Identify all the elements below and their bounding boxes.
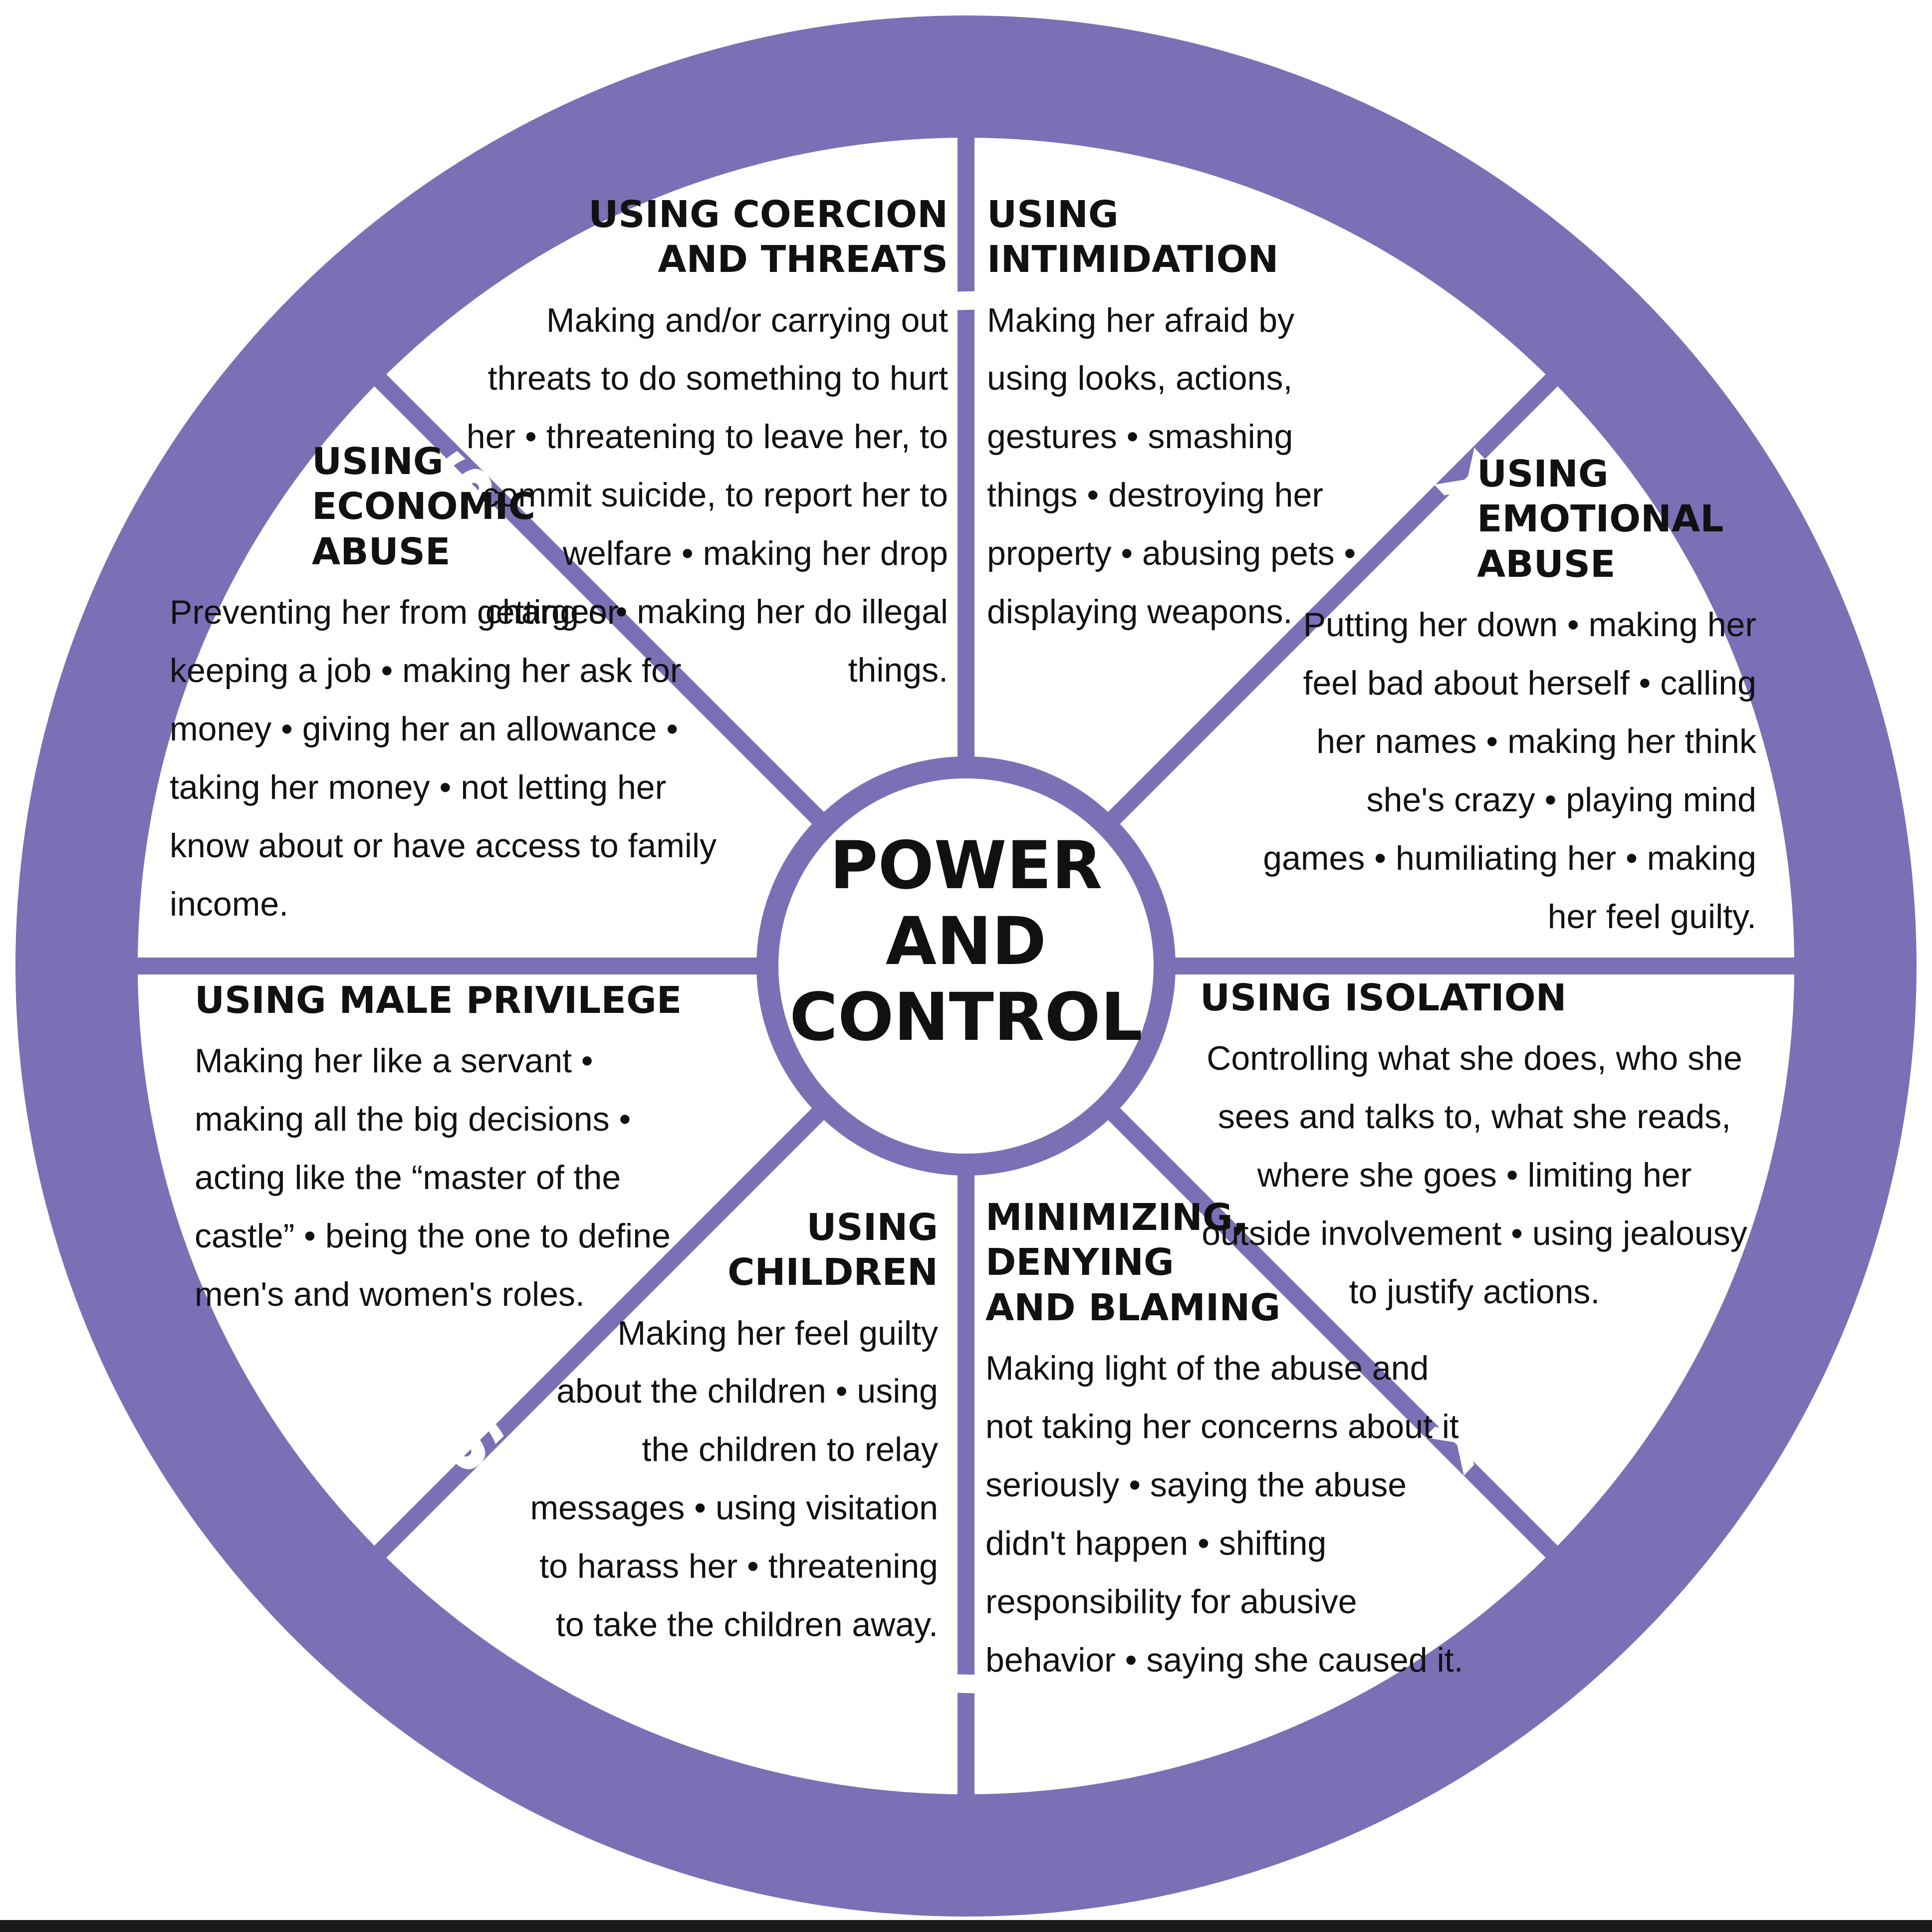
- center-power: POWER: [830, 827, 1102, 904]
- segment-children-title: USING CHILDREN: [524, 1205, 938, 1295]
- segment-minimizing-title: MINIMIZING, DENYING AND BLAMING: [985, 1195, 1484, 1330]
- segment-intimidation-text: Making her afraid by using looks, action…: [987, 301, 1356, 631]
- segment-isolation-title: USING ISOLATION: [1200, 976, 1567, 1019]
- segment-emotional-title-line-2: EMOTIONAL: [1477, 497, 1724, 541]
- segment-economic-title: USING ECONOMIC ABUSE: [170, 439, 728, 574]
- segment-coercion-title-line-2: AND THREATS: [658, 238, 948, 281]
- segment-economic-title-line-3: ABUSE: [312, 530, 451, 573]
- segment-emotional-title-line-1: USING: [1477, 453, 1609, 495]
- segment-economic-title-line-1: USING: [312, 440, 444, 483]
- segment-isolation-text: Controlling what she does, who she sees …: [1202, 1039, 1747, 1311]
- segment-economic-text: Preventing her from getting or keeping a…: [170, 593, 717, 923]
- segment-minimizing-denying-blaming: MINIMIZING, DENYING AND BLAMING Making l…: [985, 1195, 1484, 1690]
- segment-coercion-threats: USING COERCION AND THREATS Making and/or…: [429, 192, 948, 700]
- segment-male-privilege: USING MALE PRIVILEGE Making her like a s…: [195, 978, 768, 1324]
- center-and: AND: [886, 903, 1046, 980]
- segment-intimidation-title-line-2: INTIMIDATION: [987, 238, 1279, 281]
- segment-male-privilege-text: Making her like a servant • making all t…: [195, 1042, 671, 1314]
- segment-minimizing-title-line-3: AND BLAMING: [985, 1286, 1281, 1329]
- segment-children: USING CHILDREN Making her feel guilty ab…: [524, 1205, 938, 1654]
- segment-intimidation-title: USING INTIMIDATION: [987, 192, 1366, 282]
- segment-children-text: Making her feel guilty about the childre…: [530, 1314, 938, 1644]
- segment-economic-abuse: USING ECONOMIC ABUSE Preventing her from…: [170, 439, 728, 934]
- segment-isolation: USING ISOLATION Controlling what she doe…: [1200, 975, 1749, 1321]
- segment-emotional-title-line-3: ABUSE: [1477, 542, 1616, 586]
- segment-male-privilege-title: USING MALE PRIVILEGE: [195, 979, 682, 1022]
- segment-emotional-title: USING EMOTIONAL ABUSE: [1262, 452, 1756, 587]
- segment-minimizing-text: Making light of the abuse and not taking…: [985, 1349, 1463, 1679]
- center-control: CONTROL: [789, 979, 1143, 1056]
- bottom-border: [0, 1920, 1932, 1932]
- segment-intimidation-title-line-1: USING: [987, 193, 1119, 236]
- segment-emotional-abuse: USING EMOTIONAL ABUSE Putting her down •…: [1262, 452, 1756, 946]
- segment-children-title-line-1: USING: [806, 1206, 938, 1249]
- segment-children-title-line-2: CHILDREN: [727, 1251, 938, 1294]
- segment-coercion-text: Making and/or carrying out threats to do…: [466, 301, 948, 690]
- hub-center: [778, 778, 1154, 1154]
- segment-coercion-title-line-1: USING COERCION: [588, 193, 948, 236]
- segment-coercion-title: USING COERCION AND THREATS: [429, 192, 948, 282]
- segment-minimizing-title-line-2: DENYING: [985, 1241, 1174, 1284]
- segment-minimizing-title-line-1: MINIMIZING,: [985, 1196, 1247, 1239]
- segment-economic-title-line-2: ECONOMIC: [312, 485, 536, 528]
- segment-intimidation: USING INTIMIDATION Making her afraid by …: [987, 192, 1366, 641]
- segment-emotional-text: Putting her down • making her feel bad a…: [1263, 605, 1756, 936]
